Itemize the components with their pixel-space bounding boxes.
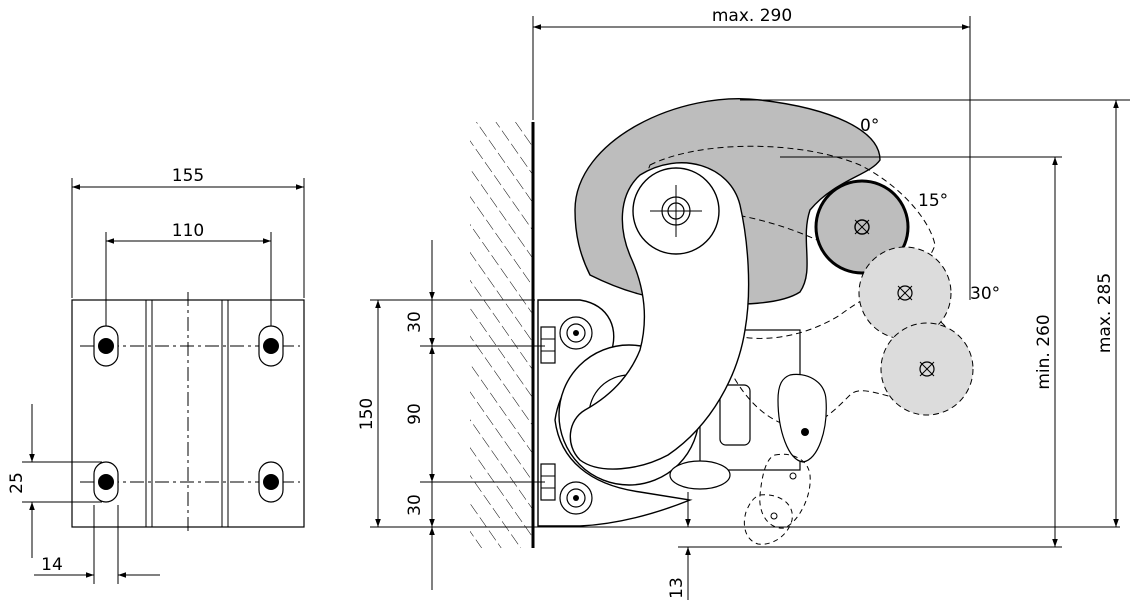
dimension-150: 150 xyxy=(357,398,377,430)
dimension-25: 25 xyxy=(7,472,27,494)
plan-view: 155 110 25 14 xyxy=(7,166,305,584)
dimension-30-lower: 30 xyxy=(405,494,425,516)
side-view: max. 290 xyxy=(357,6,1130,600)
mounting-slot xyxy=(93,325,119,367)
dimension-155: 155 xyxy=(172,166,204,186)
wall-hatching xyxy=(470,122,533,548)
mounting-slot xyxy=(93,461,119,503)
pendant-link xyxy=(777,373,827,463)
roller-0deg xyxy=(814,179,910,275)
dimension-14: 14 xyxy=(41,555,63,575)
roller-30deg xyxy=(880,322,974,416)
mounting-slot xyxy=(258,325,284,367)
dimension-30-upper: 30 xyxy=(405,311,425,333)
angle-label-30: 30° xyxy=(970,284,1000,304)
wall-bracket xyxy=(537,299,693,527)
dimension-max-285: max. 285 xyxy=(1095,273,1115,353)
dimension-max-290: max. 290 xyxy=(712,6,792,26)
mechanism-foot xyxy=(669,460,731,490)
bracket-bolt xyxy=(540,326,556,364)
upper-pivot-bolt xyxy=(559,316,593,350)
dimension-13: 13 xyxy=(667,577,687,599)
dimension-90: 90 xyxy=(405,403,425,425)
angle-label-0: 0° xyxy=(860,116,879,136)
dimension-110: 110 xyxy=(172,221,204,241)
mounting-slot xyxy=(258,461,284,503)
angle-label-15: 15° xyxy=(918,191,948,211)
lower-pivot-bolt xyxy=(559,481,593,515)
dimension-min-260: min. 260 xyxy=(1034,314,1054,389)
pendant-link-30deg xyxy=(743,494,793,545)
arm-pivot xyxy=(632,167,720,255)
roller-arm-15deg-outline xyxy=(645,145,936,339)
mechanism-block-detail xyxy=(719,384,751,446)
